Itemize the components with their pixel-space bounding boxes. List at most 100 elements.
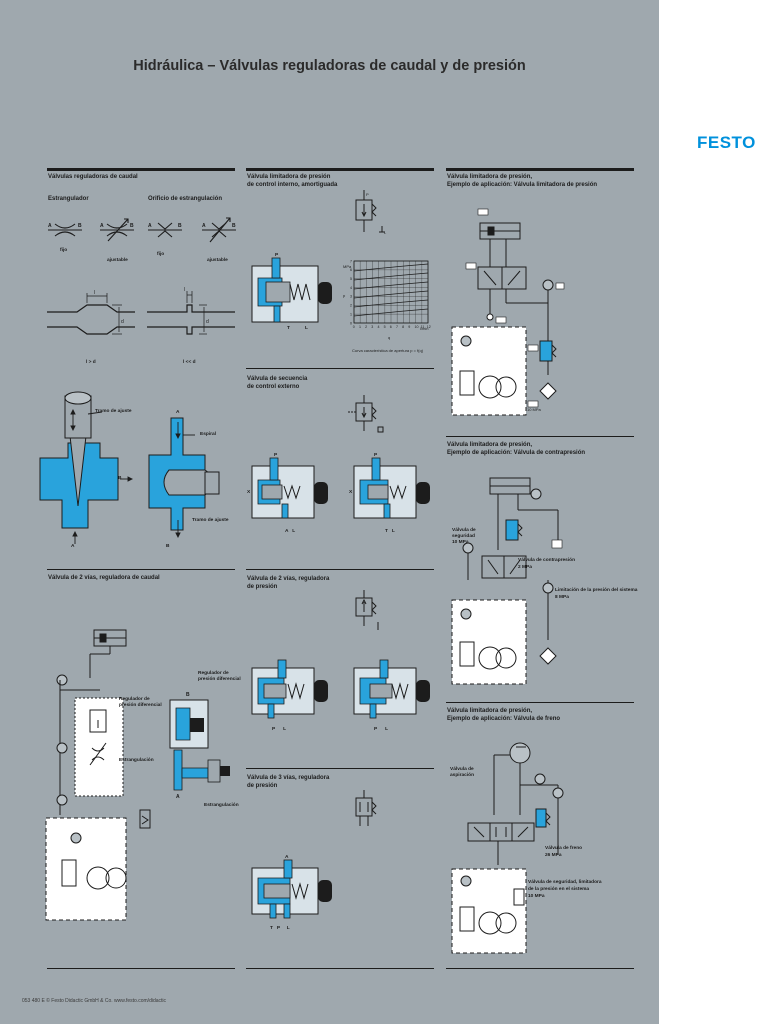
label-contrapresion-a: Válvula de contrapresión bbox=[518, 558, 576, 563]
rule-col2-top bbox=[246, 168, 434, 171]
rule-col2-a bbox=[246, 368, 434, 369]
section-title-relief-valve-a: Válvula limitadora de presión bbox=[247, 174, 331, 180]
relief-valve-symbol: P L bbox=[355, 190, 387, 235]
label-l-gt-d: l > d bbox=[86, 360, 96, 365]
rule-bottom-2 bbox=[246, 968, 434, 969]
svg-text:A: A bbox=[148, 223, 152, 229]
chart-curve bbox=[353, 281, 429, 290]
label-espiral: Espiral bbox=[200, 432, 216, 437]
label-estrangulacion-1: Estrangulación bbox=[119, 758, 154, 763]
chart-x-label: q bbox=[388, 335, 391, 340]
chart-x-tick: 0 bbox=[353, 325, 355, 329]
chart-y-label: p bbox=[343, 293, 346, 298]
section-title-2way-pressure-b: de presión bbox=[247, 584, 278, 590]
port-p-seq-2: P bbox=[374, 453, 378, 458]
port-x-seq-2: X bbox=[349, 490, 353, 495]
2way-pressure-section-1 bbox=[251, 659, 328, 719]
section-title-app1-a: Válvula limitadora de presión, bbox=[447, 174, 533, 180]
rule-col1-mid bbox=[47, 569, 235, 570]
chart-x-tick: 1 bbox=[359, 325, 361, 329]
relief-application-circuit bbox=[451, 208, 565, 416]
brake-application-circuit bbox=[451, 742, 564, 954]
chart-x-unit: l/min bbox=[420, 326, 429, 331]
svg-text:B: B bbox=[186, 692, 190, 698]
ports-seq-1: A L bbox=[285, 529, 296, 534]
chart-x-tick: 4 bbox=[377, 325, 379, 329]
label-contrapresion-b: 2 MPa bbox=[518, 565, 532, 570]
section-title-app2-a: Válvula limitadora de presión, bbox=[447, 442, 533, 448]
chart-x-tick: 10 bbox=[414, 325, 418, 329]
svg-text:l: l bbox=[94, 290, 95, 296]
label-tramo-ajuste: Tramo de ajuste bbox=[95, 409, 132, 414]
chart-x-tick: 2 bbox=[365, 325, 367, 329]
port-x-seq-1: X bbox=[247, 490, 251, 495]
section-title-app1-b: Ejemplo de aplicación: Válvula limitador… bbox=[447, 182, 598, 188]
rule-col3-top bbox=[446, 168, 634, 171]
svg-text:A: A bbox=[100, 223, 104, 229]
svg-text:L: L bbox=[384, 230, 387, 235]
chart-caption: Curva característica de apertura p = f(q… bbox=[352, 348, 424, 353]
chart-curve bbox=[353, 272, 429, 281]
section-title-relief-valve-b: de control interno, amortiguada bbox=[247, 182, 338, 188]
chart-y-tick: 6 bbox=[350, 268, 352, 272]
label-segsis-b: de la presión en el sistema bbox=[528, 887, 590, 892]
counterpressure-application-circuit bbox=[451, 477, 563, 685]
port-a-spiral: A bbox=[176, 410, 180, 415]
section-title-app3-a: Válvula limitadora de presión, bbox=[447, 708, 533, 714]
chart-curve bbox=[353, 299, 429, 308]
label-fijo-1: fijo bbox=[60, 248, 68, 253]
festo-logo[interactable]: FESTO bbox=[697, 133, 756, 152]
label-reg-presion-dif-2: Regulador de presión diferencial bbox=[198, 671, 241, 682]
rule-col3-b bbox=[446, 702, 634, 703]
chart-y-tick: 1 bbox=[350, 312, 352, 316]
chart-x-tick: 11 bbox=[421, 325, 425, 329]
chart-y-tick: 5 bbox=[350, 277, 352, 281]
label-10mpa-app1: 10 MPa bbox=[527, 407, 541, 412]
chart-y-tick: 2 bbox=[350, 304, 352, 308]
rule-col2-b bbox=[246, 569, 434, 570]
rule-col1-top bbox=[47, 168, 235, 171]
chart-y-tick: 0 bbox=[350, 321, 352, 325]
chart-x-tick: 6 bbox=[390, 325, 392, 329]
section-title-flow-valves: Válvulas reguladoras de caudal bbox=[48, 174, 138, 180]
relief-valve-section bbox=[251, 257, 332, 323]
chart-x-tick: 8 bbox=[402, 325, 404, 329]
svg-text:B: B bbox=[78, 223, 82, 229]
svg-text:A: A bbox=[176, 794, 180, 800]
label-reg-presion-dif-1: Regulador de presión diferencial bbox=[119, 697, 162, 708]
label-fijo-2: fijo bbox=[157, 252, 165, 257]
page-title: Hidráulica – Válvulas reguladoras de cau… bbox=[133, 58, 526, 74]
chart-y-tick: 7 bbox=[350, 259, 352, 263]
label-l-ll-d: l << d bbox=[183, 360, 196, 365]
3way-pressure-section bbox=[251, 859, 332, 919]
chart-y-tick: 3 bbox=[350, 295, 352, 299]
label-orificio: Orificio de estrangulación bbox=[148, 196, 223, 202]
rule-bottom-3 bbox=[446, 968, 634, 969]
section-title-sequence-a: Válvula de secuencia bbox=[247, 376, 308, 382]
2way-flow-valve-section: B A bbox=[169, 692, 230, 800]
label-estrangulador: Estrangulador bbox=[48, 196, 89, 202]
footer-credits: 053 480 E © Festo Didactic GmbH & Co. ww… bbox=[22, 998, 167, 1004]
section-title-sequence-b: de control externo bbox=[247, 384, 300, 390]
spiral-throttle-diagram bbox=[148, 417, 220, 539]
ports-2way-2: P L bbox=[374, 727, 389, 732]
2way-flow-circuit bbox=[45, 629, 151, 921]
port-a-3way: A bbox=[285, 855, 289, 860]
label-ajustable-1: ajustable bbox=[107, 258, 128, 263]
label-limitacion-b: 8 MPa bbox=[555, 595, 569, 600]
chart-x-tick: 12 bbox=[427, 325, 431, 329]
section-title-2way-pressure-a: Válvula de 2 vías, reguladora bbox=[247, 576, 330, 582]
2way-pressure-symbol bbox=[355, 590, 379, 630]
label-aspiracion-b: aspiración bbox=[450, 773, 474, 778]
label-limitacion-a: Limitación de la presión del sistema bbox=[555, 588, 638, 593]
svg-text:d: d bbox=[206, 319, 209, 325]
ports-seq-2: T L bbox=[385, 529, 395, 534]
restriction-profiles: ld ld bbox=[47, 287, 235, 335]
label-ajustable-2: ajustable bbox=[207, 258, 228, 263]
svg-text:d: d bbox=[121, 319, 124, 325]
rule-col3-a bbox=[446, 436, 634, 437]
label-tramo-ajuste-2: Tramo de ajuste bbox=[192, 518, 229, 523]
chart-curve bbox=[353, 290, 429, 299]
port-t-relief: T bbox=[287, 326, 290, 331]
